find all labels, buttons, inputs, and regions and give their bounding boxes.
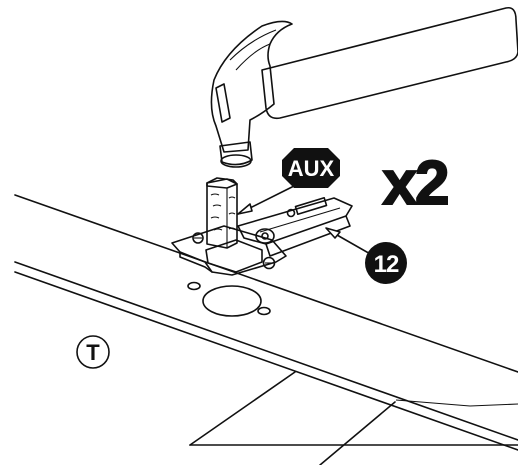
hammer-icon: [210, 6, 518, 168]
drilled-holes: [187, 281, 271, 317]
hinge-icon: [171, 196, 353, 276]
hinge-cup-hole: [202, 285, 262, 317]
screw-arm: [286, 208, 296, 218]
screw-right: [262, 256, 276, 270]
part-number-label: 12: [374, 251, 399, 278]
screw-hole-left: [187, 281, 201, 291]
leader-lines: [237, 185, 373, 256]
panel-letter-badge: T: [76, 335, 110, 369]
aux-badge: AUX: [282, 148, 340, 188]
panel-outline: [14, 194, 518, 465]
quantity-label: x2: [383, 149, 448, 218]
part-number-badge: 12: [365, 242, 407, 284]
wooden-dowel-icon: [206, 177, 238, 249]
panel-letter-label: T: [86, 340, 100, 365]
aux-label: AUX: [288, 156, 335, 181]
screw-left: [192, 232, 204, 244]
screw-hole-right: [257, 306, 271, 316]
